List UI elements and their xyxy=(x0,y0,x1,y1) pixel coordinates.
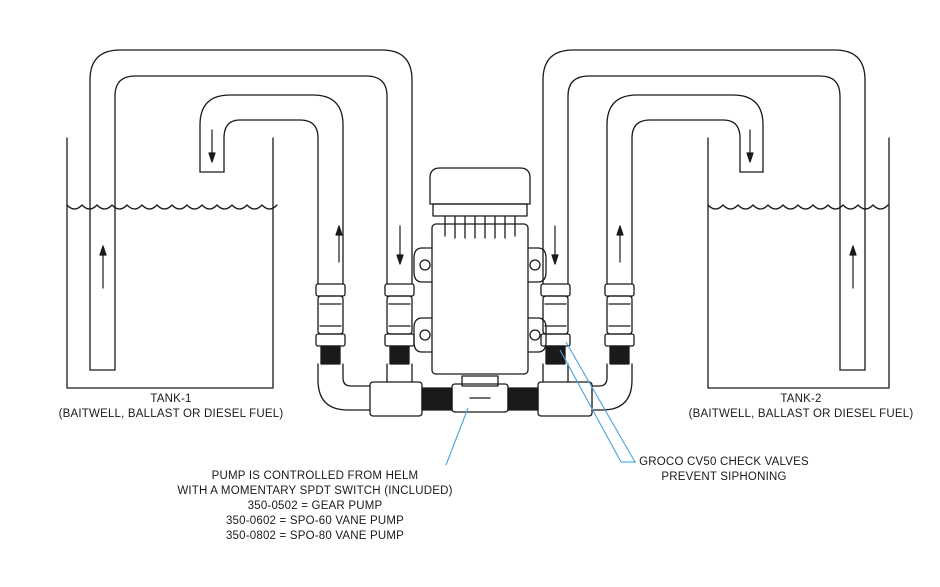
pump-mount-right xyxy=(527,247,547,283)
arrow-up-icon xyxy=(99,245,107,289)
tank-2 xyxy=(707,137,890,389)
tank-2-name: TANK-2 xyxy=(780,393,822,405)
leader-valve-2 xyxy=(559,349,622,463)
flow-arrows xyxy=(99,129,857,289)
tank-1-name: TANK-1 xyxy=(150,393,192,405)
valve-note-line-2: PREVENT SIPHONING xyxy=(661,471,787,483)
arrow-up-icon xyxy=(849,245,857,289)
pipe-tank-1-suction xyxy=(89,49,413,371)
pipe-tank-1-return xyxy=(199,94,344,285)
tank-1-water-surface xyxy=(66,204,278,210)
tank-2-contents: (BAITWELL, BALLAST OR DIESEL FUEL) xyxy=(688,408,914,420)
arrow-down-icon xyxy=(396,225,404,265)
pump-note: PUMP IS CONTROLLED FROM HELM WITH A MOME… xyxy=(150,469,480,544)
tank-1 xyxy=(66,137,278,389)
pump-mount-left xyxy=(413,247,433,283)
valve-note-line-1: GROCO CV50 CHECK VALVES xyxy=(639,456,809,468)
tank-1-label: TANK-1 (BAITWELL, BALLAST OR DIESEL FUEL… xyxy=(38,392,304,422)
pipe-tank-2-suction xyxy=(542,49,866,371)
arrow-up-icon xyxy=(335,225,343,263)
check-valve-4 xyxy=(604,283,635,365)
pump-note-line-1: PUMP IS CONTROLLED FROM HELM xyxy=(211,470,419,482)
tank-1-contents: (BAITWELL, BALLAST OR DIESEL FUEL) xyxy=(58,408,284,420)
leader-lines xyxy=(445,341,636,466)
leader-valve-1 xyxy=(565,341,636,463)
arrow-down-icon xyxy=(746,129,754,163)
pump xyxy=(413,167,547,375)
pump-motor-cap xyxy=(429,167,531,205)
pipe-tank-2-return xyxy=(606,94,764,285)
pump-bypass-housing xyxy=(451,375,509,413)
pump-cooling-fins xyxy=(444,215,516,239)
pump-body xyxy=(431,223,529,375)
check-valve-2 xyxy=(384,283,415,365)
lower-manifold-right xyxy=(507,363,633,417)
arrow-down-icon xyxy=(208,129,216,163)
arrow-down-icon xyxy=(551,225,559,265)
pump-note-line-4: 350-0602 = SPO-60 VANE PUMP xyxy=(225,515,405,527)
pump-note-line-3: 350-0502 = GEAR PUMP xyxy=(247,500,383,512)
valve-note: GROCO CV50 CHECK VALVES PREVENT SIPHONIN… xyxy=(624,455,824,485)
arrow-up-icon xyxy=(616,225,624,263)
pump-note-line-2: WITH A MOMENTARY SPDT SWITCH (INCLUDED) xyxy=(177,485,453,497)
check-valve-1 xyxy=(315,283,346,365)
tank-2-label: TANK-2 (BAITWELL, BALLAST OR DIESEL FUEL… xyxy=(668,392,934,422)
pump-note-line-5: 350-0802 = SPO-80 VANE PUMP xyxy=(225,530,405,542)
tank-2-water-surface xyxy=(707,204,889,210)
leader-pump-note xyxy=(445,407,469,466)
